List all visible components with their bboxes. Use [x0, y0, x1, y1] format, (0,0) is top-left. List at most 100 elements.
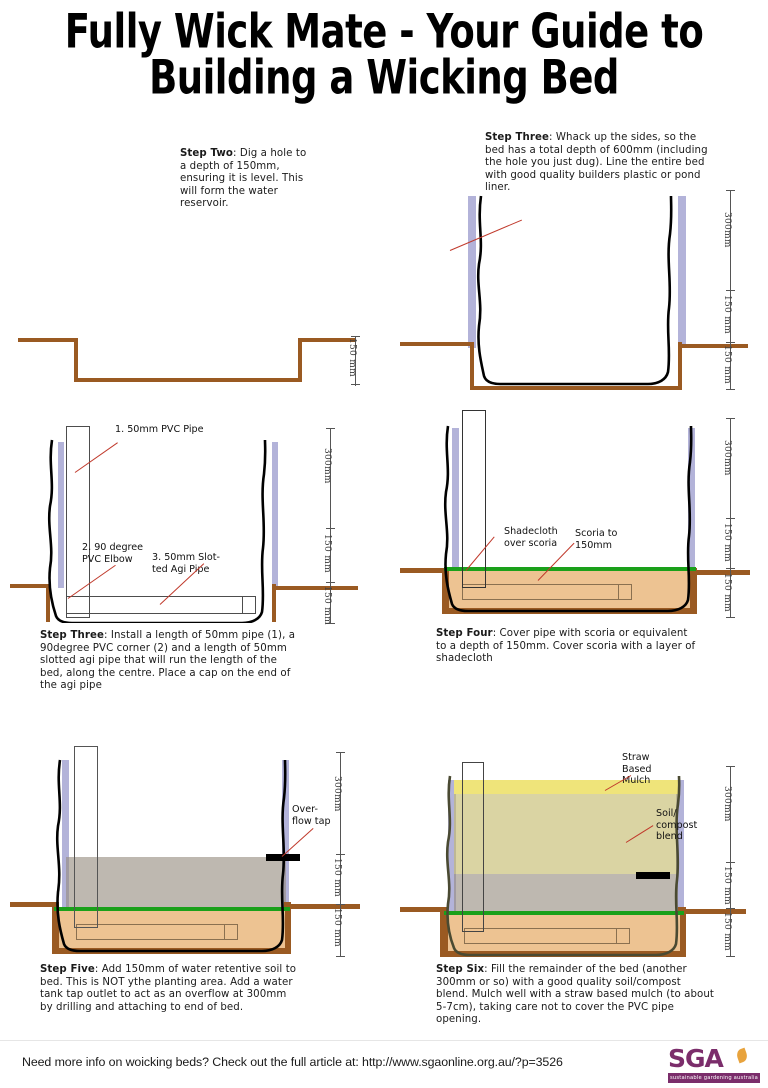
bed-wall-right [676, 780, 684, 914]
bed-wall-right [282, 760, 289, 912]
trench-wall-right [690, 568, 697, 614]
dimension-tick-3 [336, 956, 345, 957]
trench-wall-left [470, 342, 474, 390]
dimension-label-150mm-a: 150 mm [722, 866, 732, 905]
dimension-line [730, 766, 731, 957]
ground-line-left [400, 342, 472, 346]
ground-line-left [400, 907, 444, 912]
sga-logo-tagline: sustainable gardening australia [668, 1073, 760, 1083]
caption-body: : Dig a hole to a depth of 150mm, ensuri… [180, 148, 307, 210]
dimension-tick-top [351, 336, 360, 337]
panel-step-two: Step Two: Dig a hole to a depth of 150mm… [10, 140, 370, 410]
dimension-label-300mm: 300mm [322, 448, 332, 484]
caption-step-three-sides: Step Three: Whack up the sides, so the b… [485, 132, 710, 195]
caption-step-label: Step Three [485, 132, 550, 143]
trench-floor [74, 378, 302, 382]
dimension-label-150mm: 150 mm [347, 338, 357, 377]
trench-wall-right [298, 338, 302, 382]
pvc-riser-pipe [74, 746, 98, 928]
dimension-tick-3 [726, 617, 735, 618]
dimension-tick-3 [726, 956, 735, 957]
dimension-tick-2 [336, 904, 345, 905]
dimension-label-150mm-b: 150 mm [722, 573, 732, 612]
dimension-label-300mm: 300mm [332, 776, 342, 812]
shadecloth-layer [54, 907, 290, 911]
panel-step-five: Over- flow tap 300mm 150 mm 150 mm Step … [10, 746, 370, 1042]
annotation-straw-mulch: Straw Based Mulch [622, 752, 652, 786]
caption-step-three-pipe: Step Three: Install a length of 50mm pip… [40, 630, 298, 693]
dimension-tick-1 [336, 854, 345, 855]
pond-liner-outline [476, 195, 673, 386]
ground-line-left [10, 902, 56, 907]
trench-wall-right [678, 907, 686, 957]
dimension-tick-0 [326, 428, 335, 429]
trench-wall-left [440, 907, 448, 957]
dimension-tick-0 [726, 190, 735, 191]
caption-step-six: Step Six: Fill the remainder of the bed … [436, 964, 714, 1027]
dimension-tick-3 [326, 623, 335, 624]
pvc-riser-pipe [66, 426, 90, 618]
straw-mulch-layer [454, 780, 678, 794]
caption-step-label: Step Two [180, 148, 233, 159]
footer-article-link[interactable]: Need more info on woicking beds? Check o… [22, 1055, 563, 1069]
annotation-scoria: Scoria to 150mm [575, 528, 618, 551]
dimension-tick-0 [336, 752, 345, 753]
bed-wall-right [688, 428, 695, 570]
caption-step-label: Step Five [40, 964, 95, 975]
dimension-tick-0 [726, 418, 735, 419]
annotation-agi-pipe: 3. 50mm Slot- ted Agi Pipe [152, 552, 220, 575]
sga-logo: SGA sustainable gardening australia [665, 1043, 763, 1086]
bed-wall-left [448, 780, 456, 914]
ground-line-right [692, 570, 750, 575]
bed-wall-right [272, 442, 278, 588]
pvc-riser-pipe [462, 762, 484, 932]
diagram-lined-bed: 300mm 150 mm 150 mm [400, 190, 750, 400]
title-line-2: Building a Wicking Bed [149, 50, 619, 106]
annotation-soil-compost: Soil/ compost blend [656, 808, 698, 842]
dimension-label-150mm-a: 150 mm [332, 858, 342, 897]
ground-line-right [274, 586, 358, 590]
dimension-tick-2 [726, 568, 735, 569]
diagram-trench: 150 mm [10, 320, 360, 390]
dimension-tick-1 [726, 290, 735, 291]
annotation-overflow-tap: Over- flow tap [292, 804, 331, 827]
water-retentive-soil-layer [454, 874, 678, 912]
diagram-pipe-install: 1. 50mm PVC Pipe 2. 90 degree PVC Elbow … [10, 418, 360, 625]
caption-body: : Install a length of 50mm pipe (1), a 9… [40, 630, 296, 692]
dimension-label-300mm: 300mm [722, 786, 732, 822]
dimension-line [355, 336, 356, 386]
panel-step-three-sides: Step Three: Whack up the sides, so the b… [400, 128, 760, 408]
water-retentive-soil-layer [66, 857, 286, 909]
dimension-label-150mm-a: 150 mm [322, 534, 332, 573]
trench-wall-right [678, 342, 682, 390]
agi-pipe-cap [616, 928, 630, 944]
panel-step-six: Straw Based Mulch Soil/ compost blend 30… [400, 752, 760, 1042]
dimension-label-150mm-b: 150 mm [722, 912, 732, 951]
bed-wall-left [468, 196, 476, 348]
dimension-tick-2 [726, 342, 735, 343]
pond-liner-outline [47, 439, 267, 623]
dimension-tick-1 [726, 518, 735, 519]
trench-wall-left [74, 338, 78, 382]
caption-step-label: Step Six [436, 964, 485, 975]
trench-wall-left [52, 902, 59, 954]
diagram-water-soil: Over- flow tap 300mm 150 mm 150 mm [10, 746, 360, 957]
annotation-pvc-elbow: 2. 90 degree PVC Elbow [82, 542, 144, 565]
dimension-tick-2 [726, 908, 735, 909]
caption-body: : Whack up the sides, so the bed has a t… [485, 132, 708, 194]
dimension-tick-2 [326, 582, 335, 583]
overflow-tap [636, 872, 670, 879]
pond-liner-outline [443, 425, 693, 613]
caption-step-two: Step Two: Dig a hole to a depth of 150mm… [180, 148, 315, 211]
dimension-tick-1 [326, 528, 335, 529]
dimension-label-150mm-a: 150 mm [722, 295, 732, 334]
trench-wall-right [284, 902, 291, 954]
caption-body: : Add 150mm of water retentive soil to b… [40, 964, 297, 1013]
ground-line-left [10, 584, 50, 588]
ground-line-right [680, 909, 746, 914]
ground-line-left [400, 568, 446, 573]
dimension-label-300mm: 300mm [722, 440, 732, 476]
panel-step-three-pipe: 1. 50mm PVC Pipe 2. 90 degree PVC Elbow … [10, 418, 370, 708]
shadecloth-layer [444, 911, 684, 915]
overflow-tap [266, 854, 300, 861]
